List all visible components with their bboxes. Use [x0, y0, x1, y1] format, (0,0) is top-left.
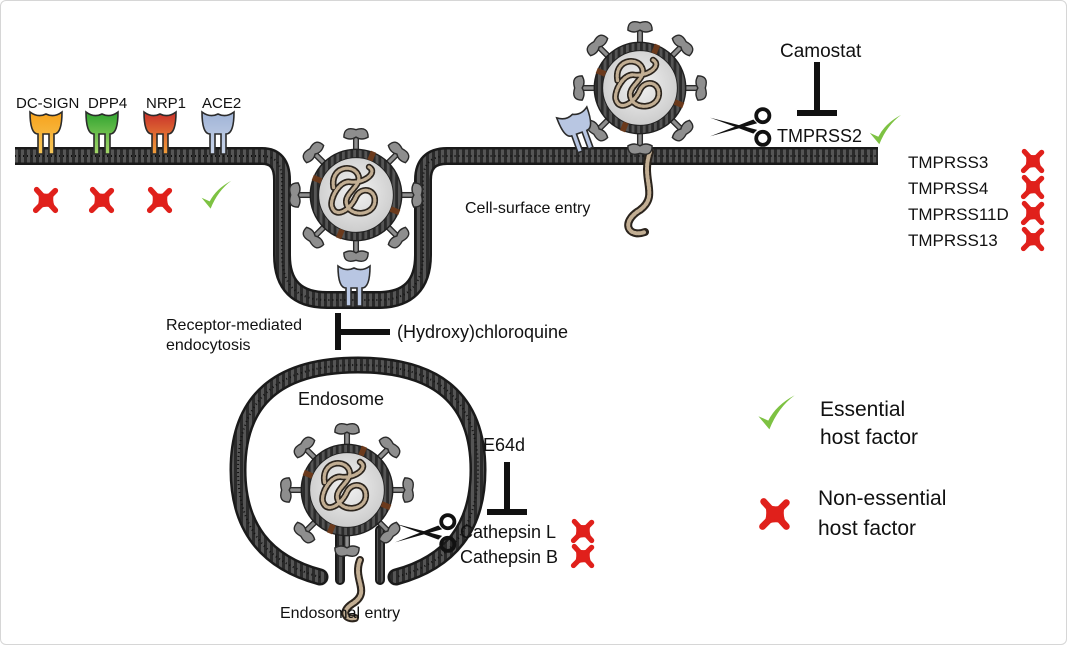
tmprss-item-tmprss4: TMPRSS4: [908, 179, 988, 198]
cross-icon-cathepsin-1: [573, 521, 592, 540]
receptor-label-dc-sign: DC-SIGN: [16, 95, 79, 112]
cell-surface-entry-label: Cell-surface entry: [465, 200, 590, 217]
e64d-inhibition-bar: [487, 462, 527, 515]
cross-icon-dc-sign: [36, 190, 57, 211]
legend-essential-line1: Essential: [820, 398, 905, 421]
chloroquine-inhibition-bar: [335, 313, 390, 350]
ace2-bound-receptors: [337, 105, 595, 307]
legend: Essential host factor Non-essential host…: [758, 395, 946, 540]
tmprss-item-tmprss13: TMPRSS13: [908, 231, 998, 250]
virion-cell-surface: [574, 22, 707, 155]
receptor-nrp1: [143, 110, 177, 155]
tmprss-item-tmprss3: TMPRSS3: [908, 153, 988, 172]
legend-essential-line2: host factor: [820, 426, 918, 449]
receptor-mediated-label-line2: endocytosis: [166, 337, 251, 354]
endosome-label: Endosome: [298, 389, 384, 409]
receptor-label-dpp4: DPP4: [88, 95, 127, 112]
e64d-label: E64d: [483, 435, 525, 455]
tmprss-item-tmprss11d: TMPRSS11D: [908, 205, 1009, 224]
receptor-row: [29, 110, 235, 155]
viral-rna-strands: [341, 148, 654, 623]
receptor-labels: DC-SIGN DPP4 NRP1 ACE2: [16, 95, 241, 210]
check-icon-ace2: [201, 180, 232, 209]
virion-endocytosis: [290, 129, 423, 262]
inhibitor-bars: [335, 62, 837, 515]
legend-nonessential-line2: host factor: [818, 517, 916, 540]
receptor-dpp4: [85, 110, 119, 155]
tmprss2-check-icon: [869, 114, 902, 145]
legend-cross-icon: [763, 502, 788, 527]
tmprss2-label: TMPRSS2: [777, 126, 862, 146]
cathepsin-list: Cathepsin L Cathepsin B: [460, 521, 593, 567]
plasma-membrane: [15, 147, 878, 309]
endosomal-entry-label: Endosomal entry: [280, 605, 400, 622]
cross-icon-nrp1: [150, 190, 171, 211]
scissors-icon-tmprss2: [708, 107, 772, 147]
legend-check-icon: [758, 395, 795, 430]
camostat-label: Camostat: [780, 41, 862, 62]
receptor-label-ace2: ACE2: [202, 95, 241, 112]
cathepsin-item-2: Cathepsin B: [460, 547, 558, 567]
cathepsin-item-1: Cathepsin L: [460, 522, 556, 542]
receptor-label-nrp1: NRP1: [146, 95, 186, 112]
cross-icon-cathepsin-2: [573, 546, 592, 565]
receptor-mediated-label-line1: Receptor-mediated: [166, 317, 302, 334]
cross-icon-tmprss4: [1023, 177, 1042, 196]
cross-icon-tmprss3: [1023, 151, 1042, 170]
receptor-dc-sign: [29, 110, 63, 155]
cross-icon-tmprss13: [1023, 229, 1042, 248]
cross-icon-tmprss11d: [1023, 203, 1042, 222]
virion-endosome: [281, 424, 414, 557]
camostat-inhibition-bar: [797, 62, 837, 116]
chloroquine-label: (Hydroxy)chloroquine: [397, 322, 568, 342]
legend-nonessential-line1: Non-essential: [818, 487, 946, 510]
receptor-ace2: [201, 110, 235, 155]
cross-icon-dpp4: [92, 190, 113, 211]
